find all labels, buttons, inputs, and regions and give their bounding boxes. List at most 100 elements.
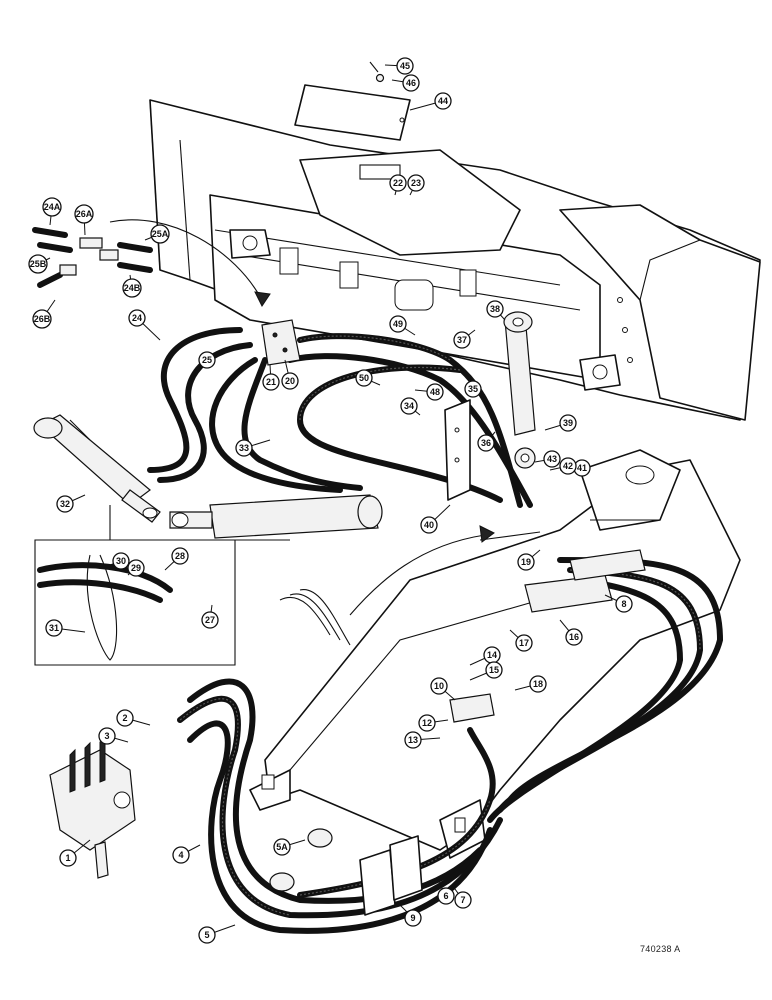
- callout-circle: [615, 595, 633, 613]
- callout-label: 35: [468, 384, 478, 394]
- callout-32: 32: [56, 494, 86, 513]
- callout-4: 4: [172, 844, 201, 864]
- callout-35: 35: [464, 380, 486, 398]
- callout-9: 9: [399, 904, 422, 927]
- callout-circle: [116, 709, 134, 727]
- callout-50: 50: [355, 369, 381, 387]
- callout-circle: [171, 547, 189, 565]
- callout-label: 25A: [152, 229, 169, 239]
- callout-3: 3: [98, 727, 129, 745]
- callout-label: 40: [424, 520, 434, 530]
- callout-circle: [477, 434, 495, 452]
- callout-circle: [32, 309, 52, 329]
- callout-6: 6: [437, 879, 455, 905]
- callout-label: 13: [408, 735, 418, 745]
- callout-circle: [407, 174, 425, 192]
- callout-label: 25: [202, 355, 212, 365]
- callout-label: 49: [393, 319, 403, 329]
- callout-circle: [112, 552, 130, 570]
- callout-circle: [98, 727, 116, 745]
- callout-44: 44: [409, 92, 452, 111]
- callout-label: 26A: [76, 209, 93, 219]
- callout-label: 24A: [44, 202, 61, 212]
- hydraulic-cylinder-left: [33, 414, 161, 523]
- fittings-upper-left: [32, 227, 153, 288]
- callout-12: 12: [418, 714, 449, 732]
- callout-24a: 24A: [42, 197, 62, 226]
- guard-springs: [279, 589, 351, 646]
- callout-49: 49: [389, 315, 416, 336]
- callout-38: 38: [486, 300, 506, 321]
- callout-label: 5A: [276, 842, 288, 852]
- callout-label: 46: [406, 78, 416, 88]
- callout-34: 34: [400, 397, 421, 416]
- callout-circle: [273, 838, 291, 856]
- callout-label: 8: [621, 599, 626, 609]
- callout-circle: [235, 439, 253, 457]
- callout-circle: [454, 891, 472, 909]
- callout-circle: [127, 559, 145, 577]
- callout-label: 10: [434, 681, 444, 691]
- callout-label: 48: [430, 387, 440, 397]
- callout-label: 1: [65, 853, 70, 863]
- callout-label: 5: [204, 930, 209, 940]
- callout-label: 19: [521, 557, 531, 567]
- hydraulic-cylinder-center: [169, 494, 383, 539]
- callout-label: 15: [489, 665, 499, 675]
- callout-circle: [128, 309, 146, 327]
- callout-circle: [420, 516, 438, 534]
- callout-circle: [485, 661, 503, 679]
- callout-13: 13: [404, 731, 441, 749]
- callout-circle: [262, 373, 280, 391]
- callout-label: 36: [481, 438, 491, 448]
- callout-circle: [59, 849, 77, 867]
- callout-label: 42: [563, 461, 573, 471]
- callout-label: 14: [487, 650, 497, 660]
- callout-circle: [418, 714, 436, 732]
- callout-circle: [56, 495, 74, 513]
- callout-circle: [74, 204, 94, 224]
- callout-circle: [517, 553, 535, 571]
- callout-circle: [45, 619, 63, 637]
- callout-label: 3: [104, 731, 109, 741]
- callout-8: 8: [604, 594, 633, 613]
- callout-31: 31: [45, 619, 86, 637]
- callout-48: 48: [414, 383, 444, 401]
- callout-label: 9: [410, 913, 415, 923]
- exploded-view-arrows: [109, 219, 495, 616]
- callout-label: 38: [490, 304, 500, 314]
- callout-24: 24: [128, 309, 161, 341]
- callout-circle: [389, 174, 407, 192]
- callout-20: 20: [281, 359, 299, 390]
- callout-15: 15: [469, 661, 503, 681]
- callout-circle: [400, 397, 418, 415]
- callout-label: 16: [569, 632, 579, 642]
- callout-46: 46: [391, 74, 420, 92]
- callout-5a: 5A: [273, 838, 306, 856]
- callout-label: 32: [60, 499, 70, 509]
- callout-circle: [402, 74, 420, 92]
- callout-36: 36: [477, 431, 496, 452]
- callout-circle: [198, 926, 216, 944]
- callout-circle: [515, 634, 533, 652]
- callout-circle: [434, 92, 452, 110]
- callout-25: 25: [194, 351, 216, 371]
- callout-26a: 26A: [74, 204, 94, 236]
- callout-label: 6: [443, 891, 448, 901]
- callout-5: 5: [198, 924, 236, 944]
- callout-label: 28: [175, 551, 185, 561]
- callout-label: 24: [132, 313, 142, 323]
- callout-circle: [122, 278, 142, 298]
- callout-29: 29: [127, 559, 145, 577]
- callout-label: 29: [131, 563, 141, 573]
- callout-label: 17: [519, 638, 529, 648]
- callout-circle: [42, 197, 62, 217]
- callout-25a: 25A: [144, 224, 170, 244]
- callout-45: 45: [384, 57, 414, 75]
- callout-2: 2: [116, 709, 151, 727]
- callout-circle: [404, 909, 422, 927]
- callout-circle: [529, 675, 547, 693]
- callout-33: 33: [235, 439, 271, 457]
- callout-24b: 24B: [122, 274, 142, 298]
